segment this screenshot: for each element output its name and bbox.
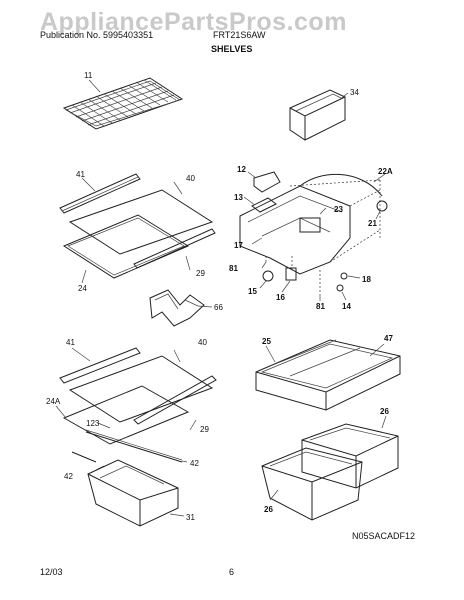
callout-24: 24 (78, 284, 87, 293)
callout-42: 42 (64, 472, 73, 481)
dairy-bin (289, 89, 349, 141)
callout-34: 34 (350, 88, 359, 97)
callout-40: 40 (198, 338, 207, 347)
callout-11: 11 (84, 71, 93, 80)
crisper-drawers (261, 415, 399, 521)
callout-23: 23 (334, 205, 343, 214)
callout-31: 31 (186, 513, 195, 522)
callout-29: 29 (196, 269, 205, 278)
upper-shelf-assembly (59, 173, 216, 284)
callout-29: 29 (200, 425, 209, 434)
callout-41: 41 (66, 338, 75, 347)
drawing-code: N05SACADF12 (352, 531, 416, 541)
callout-15: 15 (248, 287, 257, 296)
crisper-cover (255, 339, 401, 411)
lower-shelf-assembly (55, 347, 217, 527)
wire-shelf (62, 77, 184, 130)
callout-123: 123 (86, 419, 100, 428)
callout-41: 41 (76, 170, 85, 179)
page-number: 6 (229, 567, 235, 577)
callout-12: 12 (237, 165, 246, 174)
section-title: SHELVES (211, 44, 253, 54)
model-number: FRT21S6AW (213, 30, 266, 40)
watermark: AppliancePartsPros.com (40, 8, 347, 36)
callout-25: 25 (262, 337, 271, 346)
callout-66: 66 (214, 303, 223, 312)
callout-40: 40 (186, 174, 195, 183)
wine-rack-bracket (149, 289, 213, 327)
footer-date: 12/03 (40, 567, 63, 577)
callout-18: 18 (362, 275, 371, 284)
callout-16: 16 (276, 293, 285, 302)
callout-22a: 22A (378, 167, 393, 176)
control-housing-assembly (239, 171, 388, 301)
callout-26: 26 (264, 505, 273, 514)
callout-81: 81 (229, 264, 238, 273)
callout-42: 42 (190, 459, 199, 468)
callout-17: 17 (234, 241, 243, 250)
callout-26: 26 (380, 407, 389, 416)
callout-21: 21 (368, 219, 377, 228)
callout-24a: 24A (46, 397, 61, 406)
callout-81: 81 (316, 302, 325, 311)
publication-number: Publication No. 5995403351 (40, 30, 154, 40)
callout-14: 14 (342, 302, 351, 311)
callout-47: 47 (384, 334, 393, 343)
callout-13: 13 (234, 193, 243, 202)
